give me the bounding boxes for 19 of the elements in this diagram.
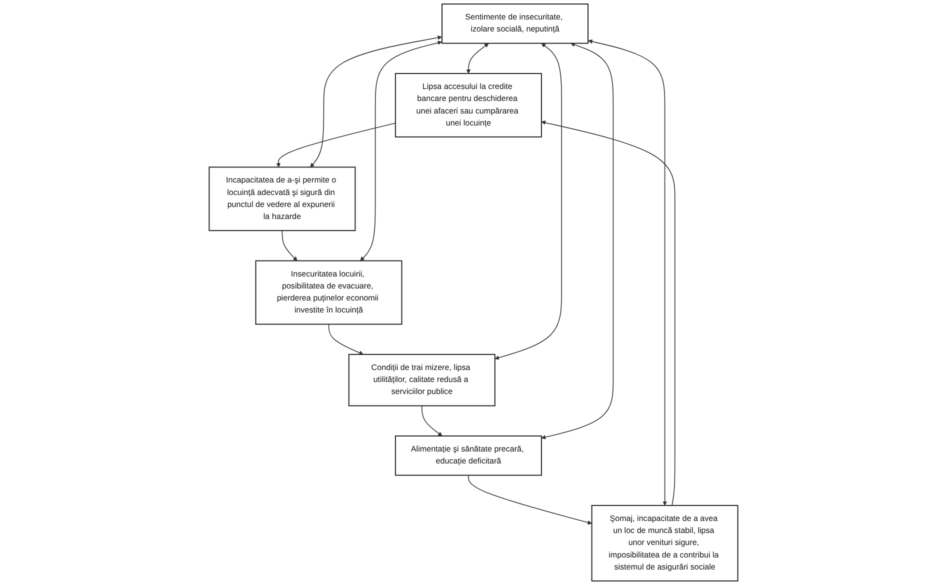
arrow (328, 324, 364, 355)
arrow (588, 39, 668, 506)
arrow (468, 474, 592, 525)
arrow (360, 40, 442, 261)
arrow (541, 120, 676, 506)
arrow (466, 43, 489, 74)
arrow (541, 42, 614, 440)
node-box: Lipsa accesului la credite bancare pentru deschiderea unei afaceri sau cumpărarea unei locuințe (394, 73, 542, 138)
node-box: Şomaj, incapacitate de a avea un loc de muncă stabil, lipsa unor venituri sigure, imposibilitatea de a contribui la sistemul de asigurări sociale (591, 504, 738, 582)
arrow (310, 36, 442, 168)
node-box: Sentimente de insecuritate, izolare socială, neputință (442, 4, 589, 44)
node-box: Alimentație şi sănătate precară, educație deficitară (394, 435, 542, 476)
arrow (276, 122, 396, 168)
node-box: Condiții de trai mizere, lipsa utilităților, calitate redusă a serviciilor publice (348, 354, 496, 406)
arrow (282, 230, 298, 261)
node-box: Incapacitatea de a-şi permite o locuință adecvată şi sigură din punctul de vedere al expunerii la hazarde (208, 166, 356, 232)
arrow (494, 43, 562, 360)
node-box: Insecuritatea locuirii, posibilitatea de evacuare, pierderea puținelor economii investite în locuință (255, 260, 402, 325)
arrow (422, 405, 442, 436)
